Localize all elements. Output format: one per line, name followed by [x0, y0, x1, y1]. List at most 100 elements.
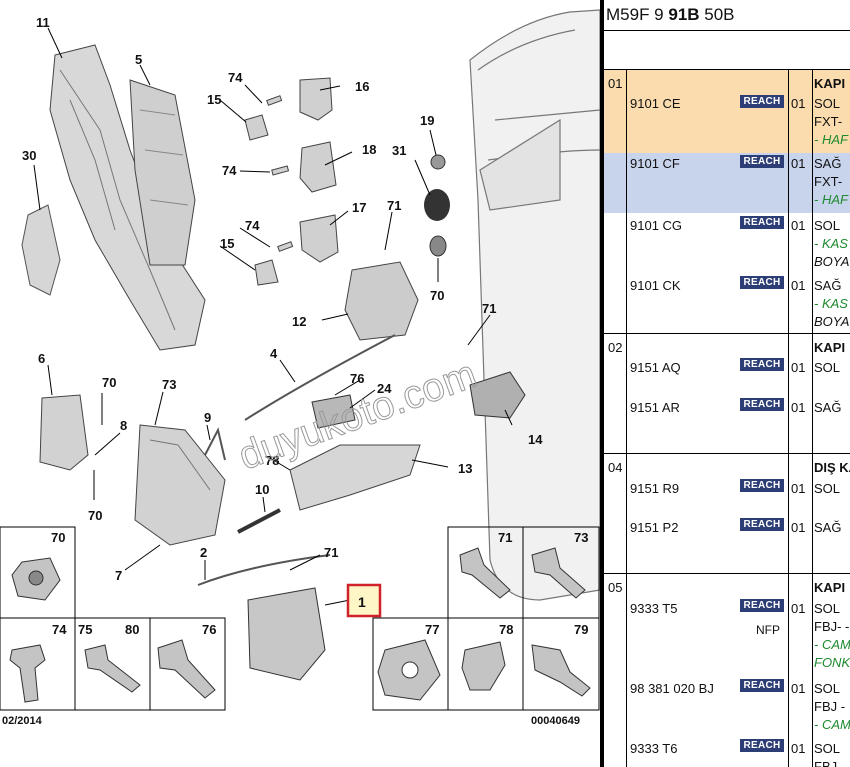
part-code[interactable]: 9151 AQ	[630, 360, 681, 375]
hw-label-75: 75	[78, 622, 92, 637]
clip-78-icon	[461, 641, 506, 691]
header-spacer	[604, 31, 850, 70]
part-qty: 01	[791, 601, 806, 616]
highlighted-callout-1: 1	[358, 594, 366, 610]
part-desc: FXT-	[814, 114, 843, 129]
lock-bracket-drawing	[39, 394, 226, 546]
hw-label-80: 80	[125, 622, 139, 637]
part-desc-note: - KAS	[814, 236, 848, 251]
part-side: SOL	[814, 601, 841, 616]
part-desc-note: - HAF	[814, 132, 848, 147]
part-desc: BOYA	[814, 254, 850, 269]
hw-label-79: 79	[574, 622, 588, 637]
callout-71-c: 71	[324, 545, 338, 560]
part-qty: 01	[791, 218, 806, 233]
part-side: SAĞ	[814, 520, 842, 535]
screw-73-icon	[531, 547, 586, 599]
reach-badge: REACH	[740, 216, 784, 229]
group-separator	[604, 69, 850, 70]
group-title: KAPI	[814, 76, 846, 91]
part-side: SOL	[814, 741, 841, 756]
group-separator	[604, 333, 850, 334]
highlighted-callout-box[interactable]	[346, 583, 382, 618]
part-31-grommet-drawing	[429, 235, 447, 257]
part-12-hinge-drawing	[344, 261, 419, 341]
hw-label-73: 73	[574, 530, 588, 545]
hw-label-70: 70	[51, 530, 65, 545]
part-qty: 01	[791, 156, 806, 171]
part-side: SOL	[814, 481, 841, 496]
callout-14: 14	[528, 432, 543, 447]
part-4-rod-drawing	[244, 334, 396, 421]
callout-71-a: 71	[387, 198, 401, 213]
hw-label-76: 76	[202, 622, 216, 637]
part-10-pillar-drawing	[49, 44, 206, 351]
part-qty: 01	[791, 400, 806, 415]
part-side: SOL	[814, 360, 841, 375]
callout-9: 8	[120, 418, 127, 433]
part-qty: 01	[791, 681, 806, 696]
part-code[interactable]: 9333 T5	[630, 601, 678, 616]
screw-75-icon	[84, 644, 141, 693]
part-qty: 01	[791, 278, 806, 293]
grid-line	[812, 69, 813, 767]
callout-18: 18	[362, 142, 376, 157]
part-11-bolt-drawing	[237, 508, 281, 534]
callout-12: 12	[292, 314, 306, 329]
part-desc: FBJ-	[814, 759, 842, 767]
part-side: SOL	[814, 681, 841, 696]
part-desc-note: - CAM	[814, 637, 850, 652]
reach-badge: REACH	[740, 679, 784, 692]
part-side: SAĞ	[814, 400, 842, 415]
part-30-cap-drawing	[424, 189, 450, 221]
part-desc-note: - KAS	[814, 296, 848, 311]
callout-6: 6	[38, 351, 45, 366]
callout-7: 7	[115, 568, 122, 583]
callout-11: 10	[255, 482, 269, 497]
callout-73: 73	[162, 377, 176, 392]
reach-badge: REACH	[740, 155, 784, 168]
part-desc-note: - CAM	[814, 717, 850, 732]
reach-badge: REACH	[740, 276, 784, 289]
part-desc-note: - HAF	[814, 192, 848, 207]
callout-15-a: 15	[207, 92, 221, 107]
part-8-clip-drawing	[204, 427, 226, 461]
door-panel-drawing	[469, 9, 600, 601]
callout-16: 16	[355, 79, 369, 94]
row-highlight-selected	[604, 70, 850, 153]
reach-badge: REACH	[740, 358, 784, 371]
reference-code: M59F 9 91B 50B	[604, 0, 850, 31]
group-number: 01	[608, 76, 623, 91]
part-desc-note: FONK	[814, 655, 850, 670]
part-2-rod-drawing	[197, 554, 331, 586]
row-highlight-alt	[604, 153, 850, 213]
part-code[interactable]: 9151 R9	[630, 481, 680, 496]
part-code[interactable]: 9101 CG	[630, 218, 683, 233]
part-code[interactable]: 9101 CE	[630, 96, 681, 111]
part-qty: 01	[791, 360, 806, 375]
part-code[interactable]: 98 381 020 BJ	[630, 681, 714, 696]
callout-24: 24	[377, 381, 392, 396]
callout-70-b: 70	[88, 508, 102, 523]
hardware-boxes-left	[0, 526, 226, 711]
part-code[interactable]: 9101 CF	[630, 156, 680, 171]
part-qty: 01	[791, 96, 806, 111]
callout-74-a: 74	[228, 70, 243, 85]
screw-76-icon	[157, 639, 216, 699]
part-side: SOL	[814, 218, 841, 233]
part-code[interactable]: 9151 P2	[630, 520, 679, 535]
part-code[interactable]: 9333 T6	[630, 741, 678, 756]
part-code[interactable]: 9151 AR	[630, 400, 680, 415]
part-qty: 01	[791, 741, 806, 756]
part-desc: FBJ- -	[814, 619, 850, 634]
group-title: KAPI	[814, 340, 846, 355]
callout-74-c: 74	[245, 218, 260, 233]
part-qty: 01	[791, 481, 806, 496]
part-code[interactable]: 9101 CK	[630, 278, 681, 293]
callout-13: 13	[458, 461, 472, 476]
grid-line	[788, 69, 789, 767]
callout-17: 17	[352, 200, 366, 215]
rivet-79-icon	[531, 644, 591, 697]
exploded-parts-diagram: 11 5 74 15 16 30 74 18 19 31 74 15 17 71…	[0, 9, 600, 727]
part-desc: FBJ -	[814, 699, 846, 714]
